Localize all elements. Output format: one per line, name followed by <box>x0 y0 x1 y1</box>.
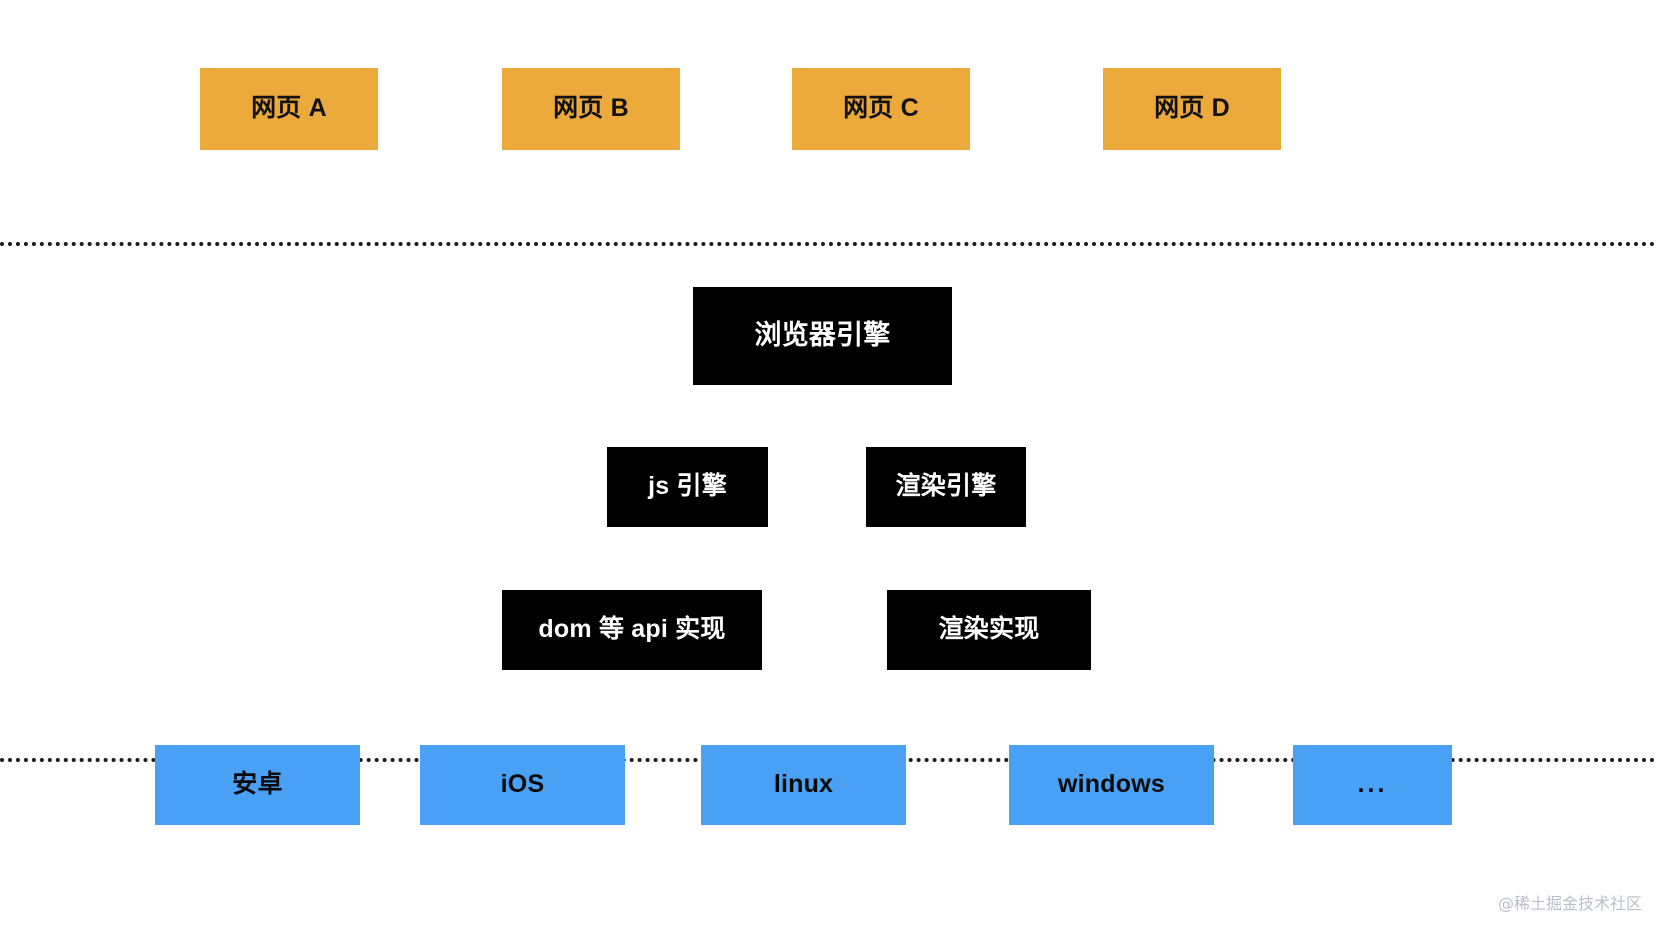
os-label-more: ... <box>1357 770 1388 799</box>
os-node-ios: iOS <box>420 745 625 825</box>
render-engine-label: 渲染引擎 <box>895 472 997 501</box>
render-impl-label: 渲染实现 <box>938 615 1040 644</box>
web-page-label-d: 网页 D <box>1154 94 1230 123</box>
divider-pages-engine <box>0 242 1656 246</box>
os-label-ios: iOS <box>500 770 545 799</box>
web-page-node-c: 网页 C <box>792 68 970 150</box>
os-node-android: 安卓 <box>155 745 360 825</box>
os-label-windows: windows <box>1058 770 1165 799</box>
dom-api-impl-node: dom 等 api 实现 <box>502 590 762 670</box>
web-page-label-b: 网页 B <box>553 94 629 123</box>
js-engine-node: js 引擎 <box>607 447 768 527</box>
render-engine-node: 渲染引擎 <box>866 447 1026 527</box>
render-impl-node: 渲染实现 <box>887 590 1091 670</box>
dom-api-impl-label: dom 等 api 实现 <box>538 615 726 644</box>
js-engine-label: js 引擎 <box>648 472 727 501</box>
browser-engine-label: 浏览器引擎 <box>754 320 891 351</box>
web-page-label-c: 网页 C <box>843 94 919 123</box>
browser-engine-node: 浏览器引擎 <box>693 287 952 385</box>
watermark: @稀土掘金技术社区 <box>1497 894 1642 913</box>
os-node-windows: windows <box>1009 745 1214 825</box>
web-page-node-a: 网页 A <box>200 68 378 150</box>
os-node-more: ... <box>1293 745 1452 825</box>
web-page-label-a: 网页 A <box>251 94 327 123</box>
os-label-android: 安卓 <box>232 770 283 799</box>
web-page-node-b: 网页 B <box>502 68 680 150</box>
os-label-linux: linux <box>773 770 834 799</box>
web-page-node-d: 网页 D <box>1103 68 1281 150</box>
os-node-linux: linux <box>701 745 906 825</box>
